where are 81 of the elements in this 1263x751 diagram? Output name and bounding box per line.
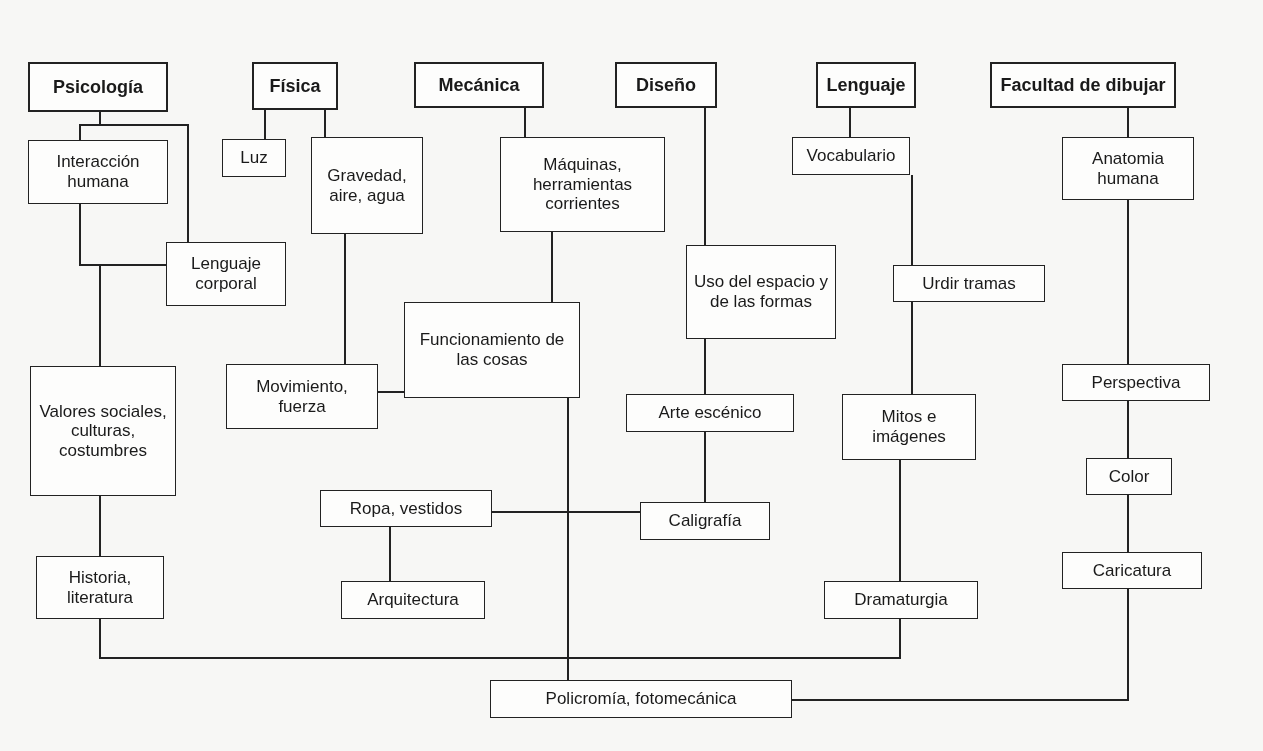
- box-label: Facultad de dibujar: [1000, 74, 1166, 96]
- subtopic-box: [36, 556, 164, 619]
- box-label: Mecánica: [438, 74, 520, 96]
- connector-line: [911, 174, 913, 266]
- box-label: Psicología: [53, 76, 143, 98]
- topic-box: [615, 62, 717, 108]
- box-label: Valores sociales, culturas, costumbres: [38, 401, 168, 461]
- connector-line: [704, 338, 706, 395]
- box-label: Movimiento, fuerza: [255, 376, 349, 417]
- subtopic-box: [1062, 364, 1210, 401]
- subtopic-box: [824, 581, 978, 619]
- connector-line: [1127, 400, 1129, 459]
- connector-line: [324, 109, 326, 138]
- box-label: Gravedad, aire, agua: [326, 165, 408, 206]
- box-label: Uso del espacio y de las formas: [692, 272, 830, 312]
- box-label: Máquinas, herramientas corrientes: [531, 155, 634, 214]
- subtopic-box: [1062, 137, 1194, 200]
- box-label: Historia, literatura: [65, 567, 135, 608]
- connector-line: [911, 301, 913, 395]
- subtopic-box: [311, 137, 423, 234]
- connector-line: [389, 526, 391, 582]
- connector-line: [377, 391, 405, 393]
- box-label: Interacción humana: [55, 152, 141, 192]
- box-label: Caricatura: [1092, 560, 1172, 581]
- connector-line: [1127, 107, 1129, 138]
- box-label: Urdir tramas: [922, 273, 1016, 294]
- subtopic-box: [640, 502, 770, 540]
- connector-line: [344, 233, 346, 365]
- connector-line: [1127, 494, 1129, 553]
- topic-box: [252, 62, 338, 110]
- subtopic-box: [626, 394, 794, 432]
- box-label: Dramaturgia: [854, 590, 948, 610]
- subtopic-box: [500, 137, 665, 232]
- box-label: Ropa, vestidos: [349, 498, 463, 519]
- connector-line: [99, 111, 189, 243]
- subtopic-box: [404, 302, 580, 398]
- connector-line: [99, 264, 167, 367]
- topic-box: [414, 62, 544, 108]
- topic-box: [28, 62, 168, 112]
- box-label: Mitos e imágenes: [871, 407, 947, 447]
- connector-line: [899, 459, 901, 582]
- box-label: Diseño: [636, 74, 696, 96]
- connector-line: [264, 109, 266, 140]
- connector-line: [524, 107, 526, 138]
- box-label: Vocabulario: [806, 146, 896, 166]
- subtopic-box: [1086, 458, 1172, 495]
- subtopic-box: [490, 680, 792, 718]
- connector-line: [551, 231, 553, 303]
- subtopic-box: [320, 490, 492, 527]
- topic-box: [990, 62, 1176, 108]
- subtopic-box: [341, 581, 485, 619]
- subtopic-box: [893, 265, 1045, 302]
- connector-line: [99, 495, 101, 557]
- connector-line: [704, 431, 706, 503]
- box-label: Color: [1108, 466, 1150, 487]
- subtopic-box: [28, 140, 168, 204]
- subtopic-box: [166, 242, 286, 306]
- connector-line: [849, 107, 851, 138]
- box-label: Arte escénico: [658, 403, 762, 423]
- subtopic-box: [226, 364, 378, 429]
- connector-line: [791, 588, 1129, 701]
- box-label: Anatomia humana: [1091, 148, 1165, 189]
- subtopic-box: [792, 137, 910, 175]
- subtopic-box: [686, 245, 836, 339]
- box-label: Funcionamiento de las cosas: [418, 330, 566, 370]
- box-label: Lenguaje: [826, 74, 906, 96]
- connector-line: [491, 511, 641, 513]
- connector-line: [704, 107, 706, 246]
- subtopic-box: [842, 394, 976, 460]
- topic-box: [816, 62, 916, 108]
- subtopic-box: [30, 366, 176, 496]
- box-label: Lenguaje corporal: [190, 254, 262, 294]
- box-label: Física: [269, 75, 321, 97]
- box-label: Perspectiva: [1091, 372, 1181, 393]
- box-label: Caligrafía: [668, 511, 742, 531]
- box-label: Policromía, fotomecánica: [545, 689, 737, 709]
- subtopic-box: [222, 139, 286, 177]
- subtopic-box: [1062, 552, 1202, 589]
- box-label: Luz: [240, 148, 268, 168]
- connector-line: [1127, 199, 1129, 365]
- box-label: Arquitectura: [367, 590, 459, 610]
